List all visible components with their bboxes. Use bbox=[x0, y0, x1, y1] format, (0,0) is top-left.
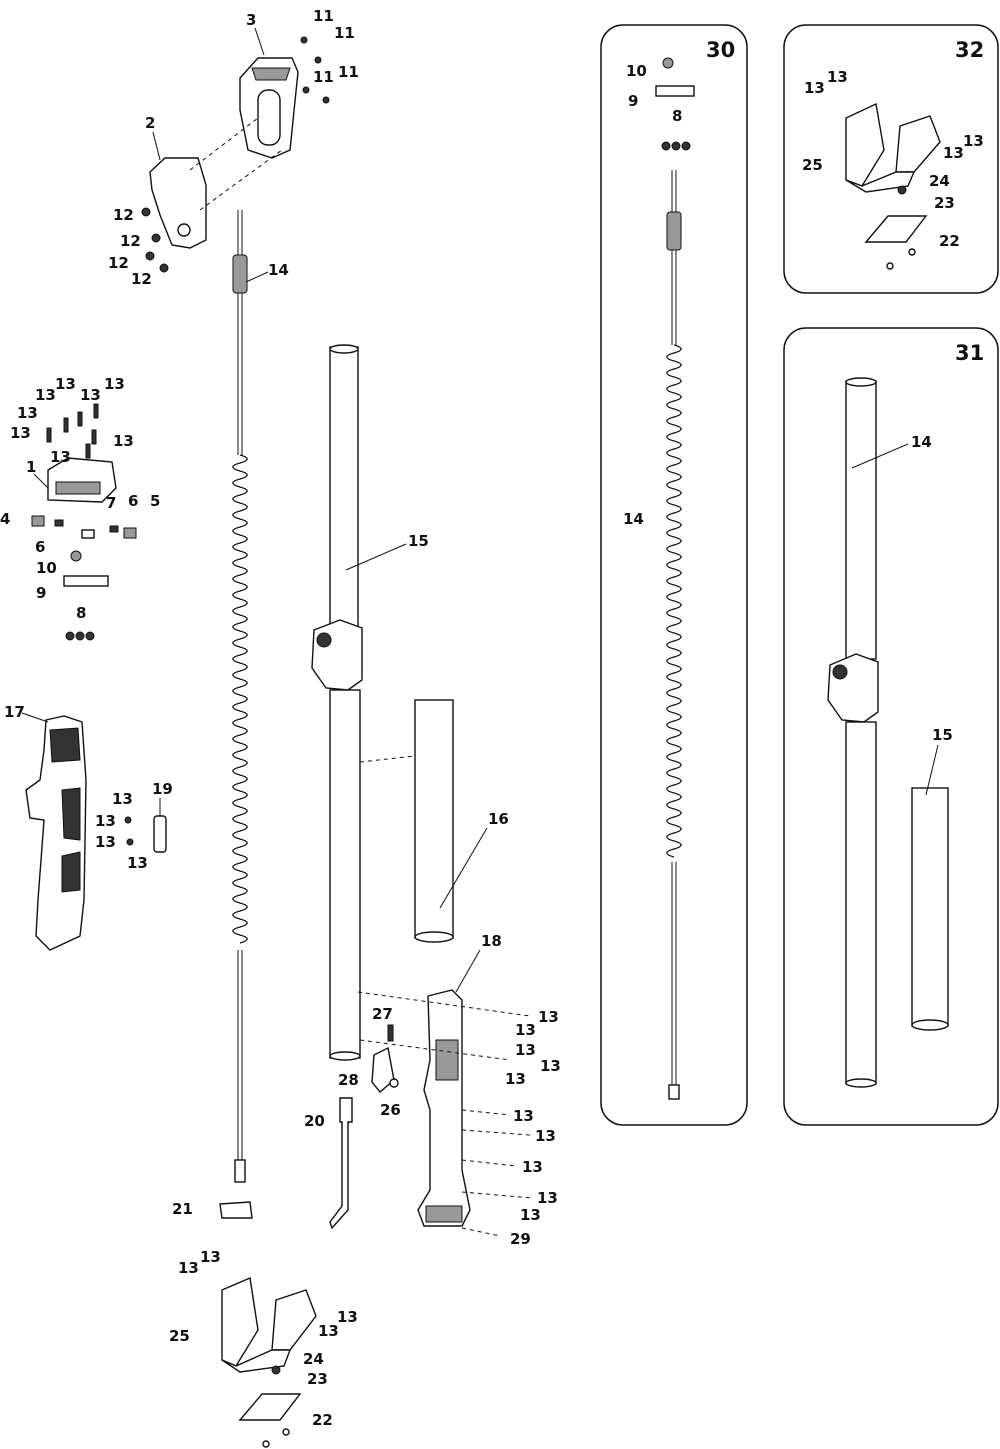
part-label-13: 13 bbox=[113, 432, 134, 450]
part-label-27: 27 bbox=[372, 1005, 393, 1023]
part-label-9: 9 bbox=[628, 92, 638, 110]
part-label-13: 13 bbox=[112, 790, 133, 808]
part-label-13: 13 bbox=[95, 833, 116, 851]
part-label-13: 13 bbox=[104, 375, 125, 393]
panel-30-coil-cable bbox=[666, 170, 682, 1100]
part-label-23: 23 bbox=[307, 1370, 328, 1388]
part-label-13: 13 bbox=[515, 1041, 536, 1059]
part-label-13: 13 bbox=[178, 1259, 199, 1277]
part-label-5: 5 bbox=[150, 492, 160, 510]
part-label-24: 24 bbox=[929, 172, 950, 190]
part-label-13: 13 bbox=[80, 386, 101, 404]
part-label-11: 11 bbox=[334, 24, 355, 42]
part-label-12: 12 bbox=[120, 232, 141, 250]
part-label-1: 1 bbox=[26, 458, 36, 476]
part-label-6: 6 bbox=[128, 492, 138, 510]
part-2-bracket bbox=[149, 157, 207, 249]
part-label-13: 13 bbox=[127, 854, 148, 872]
panel-32-guard bbox=[845, 102, 941, 193]
part-label-13: 13 bbox=[50, 448, 71, 466]
part-label-12: 12 bbox=[113, 206, 134, 224]
part-label-14: 14 bbox=[911, 433, 932, 451]
part-1-housing bbox=[47, 457, 117, 503]
part-15-pole bbox=[311, 344, 363, 1061]
panel-30-label: 30 bbox=[706, 38, 735, 62]
part-label-18: 18 bbox=[481, 932, 502, 950]
part-label-13: 13 bbox=[522, 1158, 543, 1176]
part-label-24: 24 bbox=[303, 1350, 324, 1368]
part-label-13: 13 bbox=[17, 404, 38, 422]
part-label-13: 13 bbox=[505, 1070, 526, 1088]
part-label-4: 4 bbox=[0, 510, 10, 528]
part-label-13: 13 bbox=[538, 1008, 559, 1026]
part-label-23: 23 bbox=[934, 194, 955, 212]
part-label-28: 28 bbox=[338, 1071, 359, 1089]
part-label-13: 13 bbox=[95, 812, 116, 830]
part-label-10: 10 bbox=[36, 559, 57, 577]
part-label-13: 13 bbox=[318, 1322, 339, 1340]
part-label-11: 11 bbox=[313, 7, 334, 25]
part-label-6: 6 bbox=[35, 538, 45, 556]
part-label-13: 13 bbox=[963, 132, 984, 150]
part-label-20: 20 bbox=[304, 1112, 325, 1130]
part-17-handle bbox=[25, 715, 87, 951]
part-label-10: 10 bbox=[626, 62, 647, 80]
part-label-26: 26 bbox=[380, 1101, 401, 1119]
part-14-coil-cable bbox=[232, 210, 248, 1183]
part-label-19: 19 bbox=[152, 780, 173, 798]
part-label-13: 13 bbox=[943, 144, 964, 162]
part-label-13: 13 bbox=[35, 386, 56, 404]
part-label-15: 15 bbox=[408, 532, 429, 550]
part-label-8: 8 bbox=[672, 107, 682, 125]
part-label-14: 14 bbox=[268, 261, 289, 279]
part-label-15: 15 bbox=[932, 726, 953, 744]
panel-31-pole bbox=[827, 377, 949, 1088]
part-label-21: 21 bbox=[172, 1200, 193, 1218]
part-label-14: 14 bbox=[623, 510, 644, 528]
part-label-17: 17 bbox=[4, 703, 25, 721]
panel-32-frame bbox=[783, 24, 999, 294]
part-label-25: 25 bbox=[169, 1327, 190, 1345]
panel-31-label: 31 bbox=[955, 341, 984, 365]
part-label-13: 13 bbox=[537, 1189, 558, 1207]
part-label-13: 13 bbox=[540, 1057, 561, 1075]
part-label-13: 13 bbox=[804, 79, 825, 97]
part-25-guard bbox=[221, 1277, 317, 1373]
part-16-sleeve bbox=[414, 699, 454, 943]
part-3-head-cover bbox=[239, 57, 299, 159]
part-label-11: 11 bbox=[338, 63, 359, 81]
part-label-13: 13 bbox=[515, 1021, 536, 1039]
part-18-lower-housing bbox=[417, 989, 471, 1227]
part-label-11: 11 bbox=[313, 68, 334, 86]
part-label-8: 8 bbox=[76, 604, 86, 622]
part-label-7: 7 bbox=[106, 494, 116, 512]
part-label-9: 9 bbox=[36, 584, 46, 602]
panel-31-frame bbox=[783, 327, 999, 1126]
part-label-13: 13 bbox=[827, 68, 848, 86]
part-label-3: 3 bbox=[246, 11, 256, 29]
panel-30-frame bbox=[600, 24, 748, 1126]
part-label-29: 29 bbox=[510, 1230, 531, 1248]
part-label-2: 2 bbox=[145, 114, 155, 132]
part-label-13: 13 bbox=[10, 424, 31, 442]
part-label-22: 22 bbox=[939, 232, 960, 250]
part-label-13: 13 bbox=[520, 1206, 541, 1224]
part-label-13: 13 bbox=[513, 1107, 534, 1125]
part-label-12: 12 bbox=[131, 270, 152, 288]
part-label-25: 25 bbox=[802, 156, 823, 174]
part-label-13: 13 bbox=[337, 1308, 358, 1326]
part-label-13: 13 bbox=[535, 1127, 556, 1145]
part-label-13: 13 bbox=[55, 375, 76, 393]
part-label-12: 12 bbox=[108, 254, 129, 272]
panel-32-label: 32 bbox=[955, 38, 984, 62]
part-label-13: 13 bbox=[200, 1248, 221, 1266]
part-label-22: 22 bbox=[312, 1411, 333, 1429]
part-label-16: 16 bbox=[488, 810, 509, 828]
